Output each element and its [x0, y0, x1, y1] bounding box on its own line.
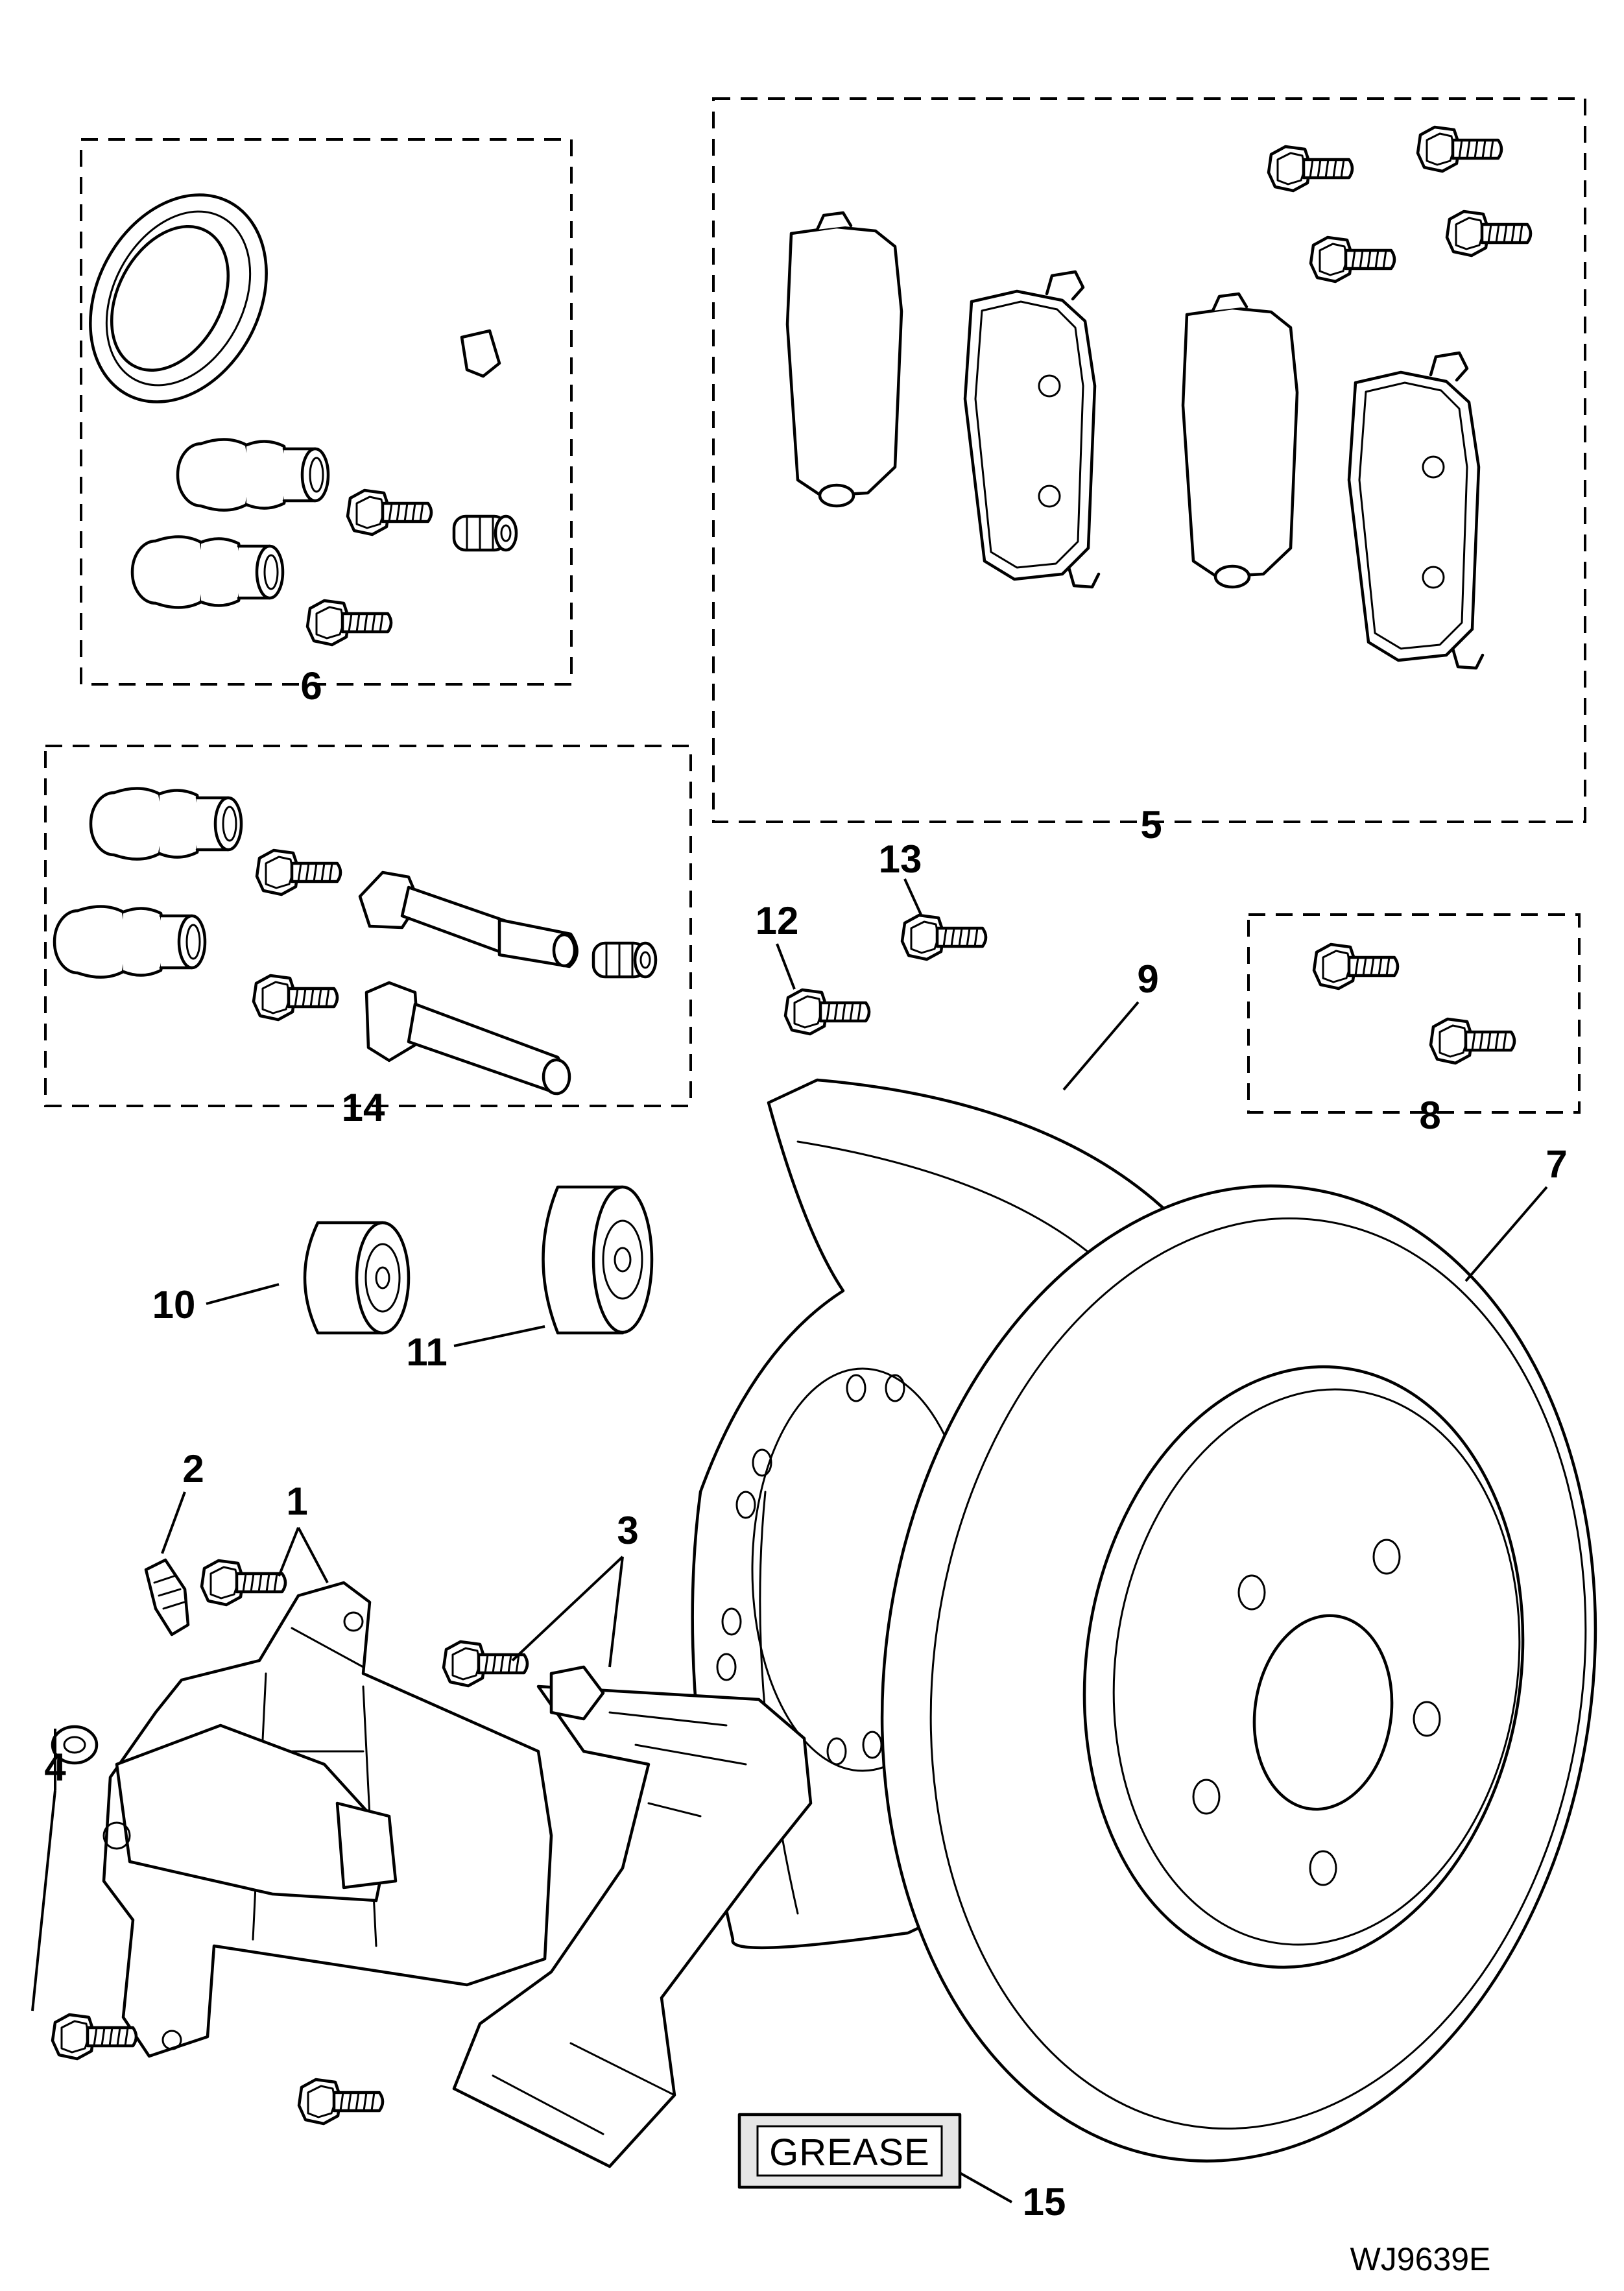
leader-7 — [1464, 1186, 1548, 1282]
callout-8: 8 — [1419, 1094, 1440, 1137]
leader-3a — [511, 1555, 624, 1662]
pin-boot-upper — [91, 788, 241, 859]
pin-bolt-upper — [257, 850, 340, 894]
pin-sleeve — [593, 943, 656, 977]
leader-15 — [959, 2172, 1012, 2203]
leader-2 — [161, 1491, 186, 1554]
bleed-bolt-2 — [1431, 1019, 1514, 1063]
leader-4b — [31, 1790, 56, 2011]
guide-bolt-lower — [307, 601, 391, 645]
bush-10 — [303, 1221, 411, 1335]
caliper-carrier — [452, 1665, 813, 2168]
pin-boot-lower — [54, 906, 205, 977]
bleed-sleeve — [454, 516, 516, 550]
brake-pad-4 — [1349, 353, 1483, 668]
leader-13 — [903, 878, 922, 915]
callout-12: 12 — [756, 899, 799, 942]
guide-bolt-upper — [348, 490, 431, 534]
leader-10 — [206, 1283, 280, 1305]
grease-tube: GREASE — [737, 2113, 962, 2189]
brake-pad-2 — [965, 272, 1099, 587]
caliper-bolt-1 — [202, 1561, 285, 1605]
caliper-bolt-3 — [444, 1642, 527, 1686]
caliper-bolt-4 — [53, 2015, 136, 2059]
brake-pad-1 — [787, 213, 902, 506]
leader-3b — [608, 1556, 624, 1668]
pad-bolt-1 — [1269, 147, 1352, 191]
dust-cap — [460, 329, 501, 378]
pad-bolt-4 — [1447, 211, 1531, 256]
callout-1: 1 — [286, 1480, 307, 1523]
callout-11: 11 — [406, 1330, 447, 1374]
callout-4: 4 — [44, 1745, 66, 1789]
bleed-bolt-1 — [1314, 944, 1398, 989]
drawing-code: WJ9639E — [1350, 2241, 1491, 2277]
brake-disc — [880, 1184, 1597, 2163]
carrier-bolt — [299, 2080, 383, 2124]
leader-9 — [1062, 1001, 1140, 1091]
callout-15: 15 — [1023, 2180, 1066, 2224]
callout-14: 14 — [342, 1086, 385, 1129]
leader-12 — [776, 943, 796, 990]
callout-3: 3 — [617, 1509, 638, 1552]
callout-13: 13 — [879, 837, 922, 881]
caliper-housing — [102, 1581, 553, 2058]
pad-bolt-3 — [1311, 237, 1394, 282]
guide-pin-boot-upper — [178, 439, 328, 510]
leader-1a — [278, 1527, 300, 1577]
leader-1b — [297, 1527, 329, 1583]
guide-pin-long — [364, 981, 571, 1096]
guide-pin-short — [358, 870, 579, 968]
washer-4 — [51, 1725, 99, 1765]
leader-11 — [453, 1325, 545, 1347]
callout-2: 2 — [182, 1447, 204, 1491]
guide-pin-boot-lower — [132, 536, 283, 607]
kit-box-5 — [712, 97, 1586, 823]
pin-bolt-lower — [254, 976, 337, 1020]
callout-9: 9 — [1137, 957, 1158, 1001]
kit-box-6 — [80, 138, 573, 686]
callout-10: 10 — [152, 1283, 196, 1326]
bolt-12 — [785, 990, 869, 1034]
callout-6: 6 — [300, 664, 322, 708]
bleed-nipple — [144, 1558, 190, 1637]
brake-pad-3 — [1183, 294, 1297, 587]
pad-bolt-2 — [1418, 127, 1501, 171]
bush-11 — [542, 1185, 654, 1335]
callout-5: 5 — [1140, 803, 1162, 846]
callout-7: 7 — [1546, 1142, 1567, 1186]
piston-seal — [89, 193, 268, 403]
grease-label: GREASE — [769, 2131, 930, 2174]
bolt-13 — [902, 915, 986, 959]
kit-box-14 — [44, 745, 692, 1107]
kit-box-8 — [1247, 913, 1581, 1114]
